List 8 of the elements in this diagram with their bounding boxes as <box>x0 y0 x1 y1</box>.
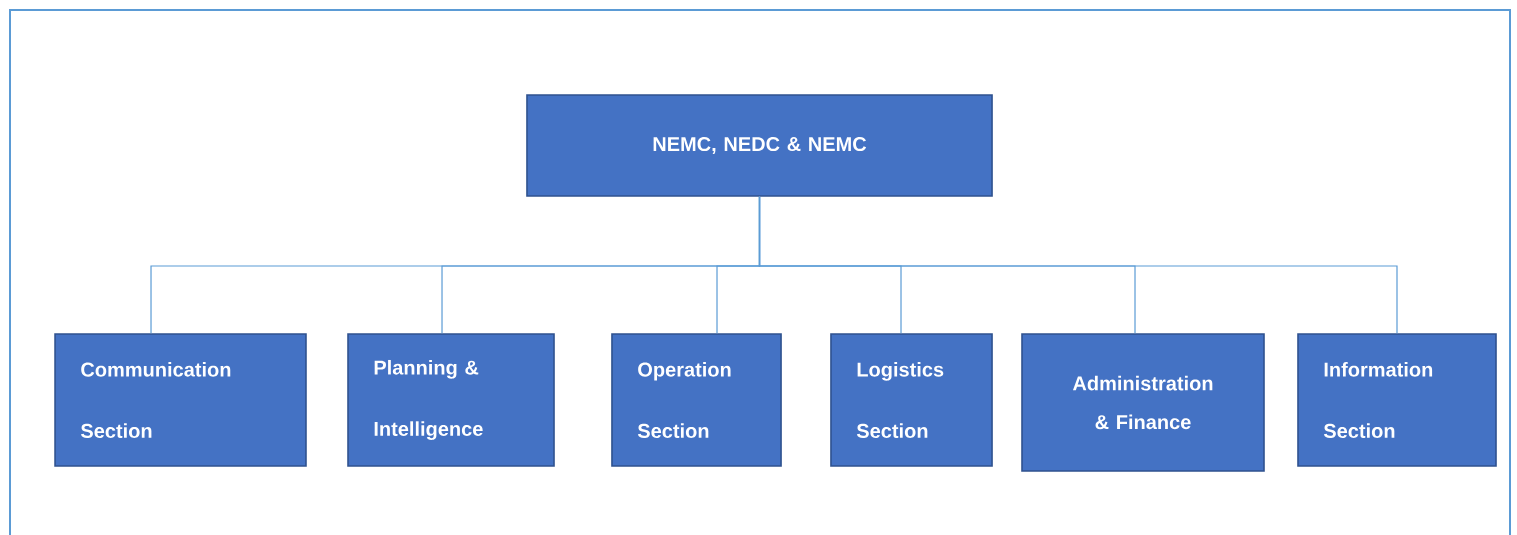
connector-line <box>758 196 1398 334</box>
org-box: Logistics Section <box>830 333 993 467</box>
org-box: Administration & Finance <box>1021 333 1265 472</box>
org-box: Operation Section <box>611 333 782 467</box>
org-box: NEMC, NEDC & NEMC <box>526 94 993 197</box>
org-box: Communication Section <box>54 333 307 467</box>
org-box: Information Section <box>1297 333 1497 467</box>
org-box: Planning & Intelligence <box>347 333 555 467</box>
